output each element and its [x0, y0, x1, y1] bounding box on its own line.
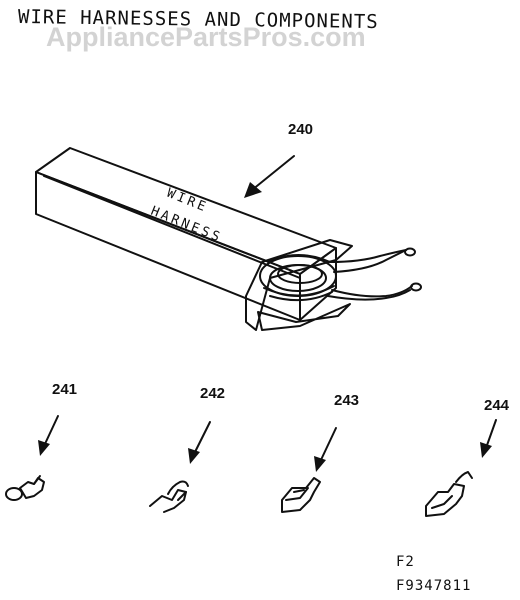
box-label-line2: HARNESS: [149, 204, 225, 246]
callout-244: 244: [484, 397, 510, 414]
callout-241: 241: [52, 381, 78, 398]
flag-terminal-244[interactable]: [425, 471, 473, 517]
spade-terminal-242[interactable]: [149, 480, 189, 513]
arrow-244: [480, 419, 497, 458]
receptacle-terminal-243[interactable]: [281, 477, 321, 513]
arrow-243: [314, 427, 337, 472]
watermark: AppliancePartsPros.com: [46, 22, 366, 52]
callout-243: 243: [334, 392, 360, 409]
callout-242: 242: [200, 385, 226, 402]
arrow-242: [188, 421, 211, 464]
figure-code-2: F9347811: [396, 578, 472, 594]
arrow-241: [38, 415, 59, 456]
figure-code-1: F2: [396, 554, 415, 570]
arrow-240: [244, 155, 295, 198]
callout-240: 240: [288, 121, 314, 138]
wire-harness-box[interactable]: [35, 147, 422, 331]
ring-terminal-241[interactable]: [5, 475, 45, 501]
